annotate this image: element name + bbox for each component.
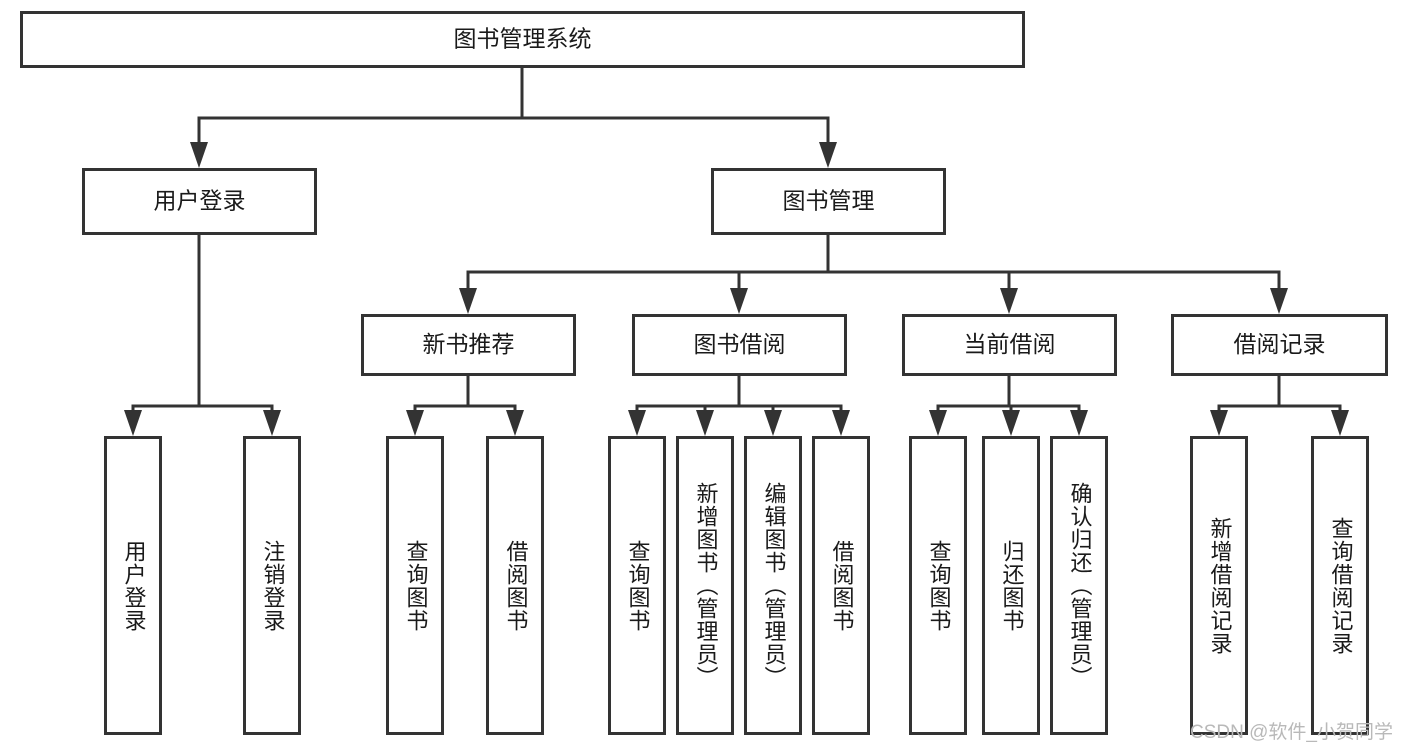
node-box-leaf-edit-book[interactable] (744, 436, 802, 735)
connector-book-borrow (628, 374, 850, 436)
node-label-current-borrow: 当前借阅 (964, 331, 1056, 357)
connector-arrowhead (506, 410, 524, 436)
node-box-book-manage[interactable] (711, 168, 946, 235)
connector-arrowhead (124, 410, 142, 436)
node-box-root[interactable] (20, 11, 1025, 68)
connector-arrowhead (406, 410, 424, 436)
connector-arrowhead (1070, 410, 1088, 436)
node-label-leaf-query-book-1: 查询图书 (403, 539, 429, 632)
node-box-leaf-borrow-book-2[interactable] (812, 436, 870, 735)
node-box-leaf-query-record[interactable] (1311, 436, 1369, 735)
connector-arrowhead (1210, 410, 1228, 436)
node-label-leaf-return-book: 归还图书 (999, 539, 1025, 632)
connector-arrowhead (1331, 410, 1349, 436)
connector-current-borrow (929, 374, 1088, 436)
node-box-leaf-user-login[interactable] (104, 436, 162, 735)
node-label-leaf-user-login: 用户登录 (121, 539, 147, 632)
connector-arrowhead (696, 410, 714, 436)
connector-arrowhead (730, 288, 748, 314)
node-label-book-borrow: 图书借阅 (694, 331, 786, 357)
node-label-root: 图书管理系统 (454, 26, 592, 52)
node-box-leaf-add-book[interactable] (676, 436, 734, 735)
node-box-leaf-query-book-3[interactable] (909, 436, 967, 735)
connector-user-login (124, 233, 281, 436)
node-box-leaf-user-logout[interactable] (243, 436, 301, 735)
node-box-leaf-return-book[interactable] (982, 436, 1040, 735)
connector-book-manage (459, 233, 1288, 314)
connector-arrowhead (1270, 288, 1288, 314)
connector-arrowhead (929, 410, 947, 436)
node-box-user-login[interactable] (82, 168, 317, 235)
node-label-leaf-confirm-return: 确认归还（管理员） (1067, 482, 1093, 689)
connector-new-book-recommend (406, 374, 524, 436)
connector-arrowhead (1002, 410, 1020, 436)
node-label-leaf-add-book: 新增图书（管理员） (693, 482, 719, 689)
node-box-leaf-query-book-1[interactable] (386, 436, 444, 735)
csdn-watermark: CSDN @软件_小贺同学 (1190, 722, 1393, 743)
node-label-borrow-record: 借阅记录 (1234, 331, 1326, 357)
connector-arrowhead (819, 142, 837, 168)
connector-arrowhead (1000, 288, 1018, 314)
node-label-book-manage: 图书管理 (783, 188, 875, 214)
node-label-user-login: 用户登录 (154, 188, 246, 214)
node-box-leaf-confirm-return[interactable] (1050, 436, 1108, 735)
node-label-leaf-borrow-book-1: 借阅图书 (503, 539, 529, 632)
node-label-leaf-query-book-3: 查询图书 (926, 539, 952, 632)
connector-arrowhead (190, 142, 208, 168)
connector-arrowhead (459, 288, 477, 314)
node-label-leaf-user-logout: 注销登录 (260, 539, 286, 632)
connector-borrow-record (1210, 374, 1349, 436)
node-box-current-borrow[interactable] (902, 314, 1117, 376)
node-label-leaf-add-record: 新增借阅记录 (1207, 516, 1233, 655)
node-box-leaf-add-record[interactable] (1190, 436, 1248, 735)
node-box-book-borrow[interactable] (632, 314, 847, 376)
connector-arrowhead (628, 410, 646, 436)
node-label-new-book-recommend: 新书推荐 (423, 331, 515, 357)
node-box-new-book-recommend[interactable] (361, 314, 576, 376)
node-box-borrow-record[interactable] (1171, 314, 1388, 376)
connector-arrowhead (764, 410, 782, 436)
connector-arrowhead (263, 410, 281, 436)
node-label-leaf-borrow-book-2: 借阅图书 (829, 539, 855, 632)
node-label-leaf-query-book-2: 查询图书 (625, 539, 651, 632)
node-label-leaf-query-record: 查询借阅记录 (1328, 516, 1354, 655)
node-box-leaf-borrow-book-1[interactable] (486, 436, 544, 735)
node-label-leaf-edit-book: 编辑图书（管理员） (761, 482, 787, 689)
connector-root (190, 66, 837, 168)
connector-arrowhead (832, 410, 850, 436)
node-box-leaf-query-book-2[interactable] (608, 436, 666, 735)
